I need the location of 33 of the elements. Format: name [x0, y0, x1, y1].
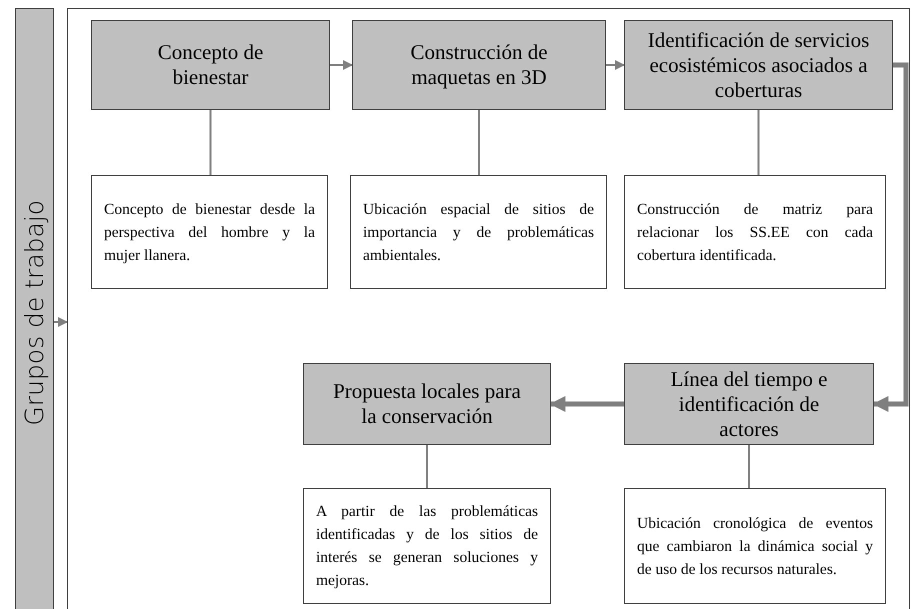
side-label: Grupos de trabajo [18, 200, 50, 426]
step-title: Concepto de bienestar [156, 40, 264, 90]
step-box [352, 20, 606, 110]
group-frame [67, 8, 910, 609]
connector-line [426, 445, 428, 488]
connector-line [210, 110, 212, 175]
arrow [606, 60, 625, 70]
description-text: Concepto de bienestar desde la perspectiva del hombre y la mujer llanera. [104, 200, 315, 266]
arrow [330, 60, 353, 70]
connector-line [478, 110, 480, 175]
description-box [624, 175, 886, 289]
step-box [303, 363, 551, 445]
description-text: Ubicación cronológica de eventos que cambiaron la dinámica social y de uso de los recursos naturales. [637, 514, 873, 580]
arrow [872, 62, 908, 412]
description-text: Ubicación espacial de sitios de importancia y de problemáticas ambientales. [363, 200, 594, 266]
description-box [303, 488, 551, 604]
description-box [350, 175, 607, 289]
step-box [91, 20, 330, 110]
description-box [624, 488, 886, 604]
step-title: Identificación de servicios ecosistémicos asociados a coberturas [646, 28, 870, 102]
step-title: Propuesta locales para la conservación [332, 379, 522, 429]
arrow [549, 396, 624, 412]
step-box [624, 363, 874, 445]
description-box [91, 175, 328, 289]
step-title: Línea del tiempo e identificación de actores [670, 366, 828, 442]
connector-line [758, 110, 760, 175]
step-box [624, 20, 893, 110]
side-bar [15, 8, 54, 609]
connector-line [748, 445, 750, 488]
step-title: Construcción de maquetas en 3D [409, 40, 549, 90]
description-text: A partir de las problemáticas identificadas y de los sitios de interés se generan soluciones y mejoras. [316, 502, 538, 591]
arrow [54, 317, 68, 327]
description-text: Construcción de matriz para relacionar los SS.EE con cada cobertura identificada. [637, 200, 873, 266]
